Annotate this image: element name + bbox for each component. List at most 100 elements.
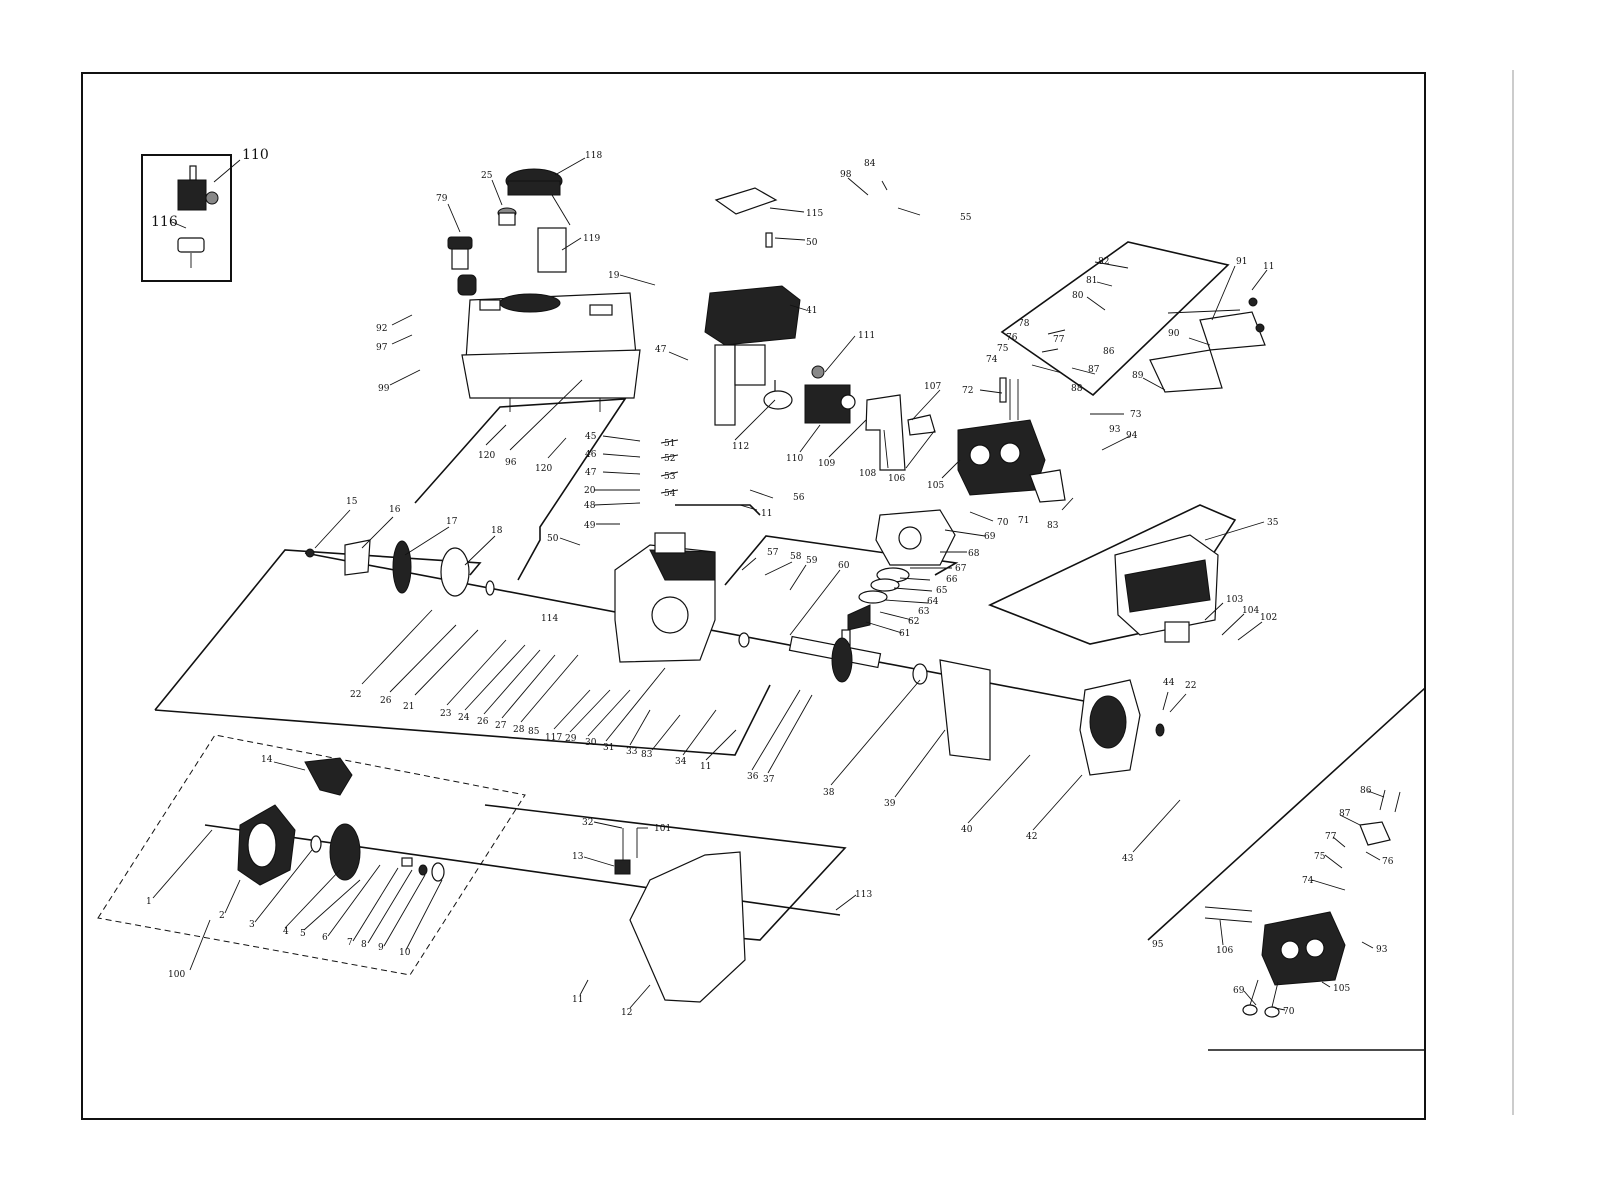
callout-107: 107 (924, 382, 941, 392)
callout-111: 111 (858, 331, 875, 341)
callout-116: 116 (151, 214, 178, 230)
callout-87: 87 (1088, 365, 1100, 375)
callout-23: 23 (440, 709, 452, 719)
callout-110: 110 (242, 147, 269, 163)
callout-71: 71 (1018, 516, 1029, 526)
carburetor-inset (141, 154, 241, 282)
callout-75: 75 (997, 344, 1009, 354)
callout-110b: 110 (786, 454, 803, 464)
callout-10: 10 (399, 948, 411, 958)
callout-70b: 70 (1283, 1007, 1295, 1017)
callout-106b: 106 (1216, 946, 1233, 956)
callout-32: 32 (582, 818, 593, 828)
callout-11b: 11 (761, 509, 772, 519)
callout-3: 3 (249, 920, 255, 930)
valve-cover (1149, 297, 1266, 393)
callout-103: 103 (1226, 595, 1243, 605)
callout-29: 29 (565, 734, 577, 744)
callout-59: 59 (806, 556, 818, 566)
crankshaft (738, 632, 928, 685)
callout-105: 105 (927, 481, 944, 491)
starter-axis (204, 824, 841, 916)
callout-67: 67 (955, 564, 967, 574)
callout-30: 30 (585, 738, 597, 748)
callout-91: 91 (1236, 257, 1247, 267)
callout-61: 61 (899, 629, 910, 639)
callout-22a: 22 (350, 690, 361, 700)
callout-62: 62 (908, 617, 919, 627)
callout-87b: 87 (1339, 809, 1351, 819)
callout-49: 49 (584, 521, 596, 531)
callout-115: 115 (806, 209, 823, 219)
callout-65: 65 (936, 586, 948, 596)
callout-54: 54 (664, 489, 676, 499)
callout-74: 74 (986, 355, 998, 365)
callout-27: 27 (495, 721, 507, 731)
callout-48: 48 (584, 501, 596, 511)
callout-105b: 105 (1333, 984, 1350, 994)
callout-2: 2 (219, 911, 225, 921)
callout-43: 43 (1122, 854, 1134, 864)
callout-50b: 50 (547, 534, 559, 544)
callout-102: 102 (1260, 613, 1277, 623)
callout-80: 80 (1072, 291, 1084, 301)
callout-34: 34 (675, 757, 687, 767)
callout-95: 95 (1152, 940, 1164, 950)
callout-86: 86 (1103, 347, 1115, 357)
callout-28: 28 (513, 725, 525, 735)
callout-20: 20 (584, 486, 596, 496)
callout-94: 94 (1126, 431, 1138, 441)
callout-77: 77 (1053, 335, 1065, 345)
callout-64: 64 (927, 597, 939, 607)
callout-37: 37 (763, 775, 775, 785)
callout-52: 52 (664, 454, 675, 464)
callout-86b: 86 (1360, 786, 1372, 796)
callout-78: 78 (1018, 319, 1030, 329)
callout-47a: 47 (655, 345, 667, 355)
callout-100: 100 (168, 970, 185, 980)
callout-13: 13 (572, 852, 584, 862)
callout-55: 55 (960, 213, 972, 223)
crankcase (614, 532, 716, 663)
callout-42: 42 (1026, 832, 1037, 842)
callout-21: 21 (403, 702, 414, 712)
recoil-starter (237, 757, 445, 886)
callout-68: 68 (968, 549, 980, 559)
callout-117: 117 (545, 733, 562, 743)
flywheel-and-gear (305, 539, 495, 597)
callout-82: 82 (1098, 257, 1109, 267)
callout-9: 9 (378, 943, 384, 953)
callout-50a: 50 (806, 238, 818, 248)
callout-81: 81 (1086, 276, 1097, 286)
callout-70: 70 (997, 518, 1009, 528)
alt-cylinder-head (1204, 789, 1401, 1018)
callout-120a: 120 (478, 451, 495, 461)
callout-77b: 77 (1325, 832, 1337, 842)
callout-114: 114 (541, 614, 558, 624)
callout-19: 19 (608, 271, 620, 281)
callout-53: 53 (664, 472, 676, 482)
callout-7: 7 (347, 938, 353, 948)
cylinder-block-group-outline (154, 549, 482, 711)
callout-14: 14 (261, 755, 273, 765)
callout-76b: 76 (1382, 857, 1394, 867)
callout-93b: 93 (1376, 945, 1388, 955)
callout-18: 18 (491, 526, 503, 536)
alt-cylinder-head-group-outline (1147, 686, 1426, 1051)
callout-35: 35 (1267, 518, 1279, 528)
callout-22b: 22 (1185, 681, 1196, 691)
recoil-starter-group-outline (97, 734, 526, 976)
callout-39: 39 (884, 799, 896, 809)
drawing-frame (81, 72, 1426, 1120)
callout-113: 113 (855, 890, 872, 900)
callout-1: 1 (146, 897, 152, 907)
callout-26a: 26 (380, 696, 392, 706)
callout-6: 6 (322, 933, 328, 943)
callout-11a: 11 (1263, 262, 1274, 272)
callout-11c: 11 (700, 762, 711, 772)
callout-46: 46 (585, 450, 597, 460)
callout-99: 99 (378, 384, 390, 394)
callout-89: 89 (1132, 371, 1144, 381)
callout-51: 51 (664, 439, 675, 449)
